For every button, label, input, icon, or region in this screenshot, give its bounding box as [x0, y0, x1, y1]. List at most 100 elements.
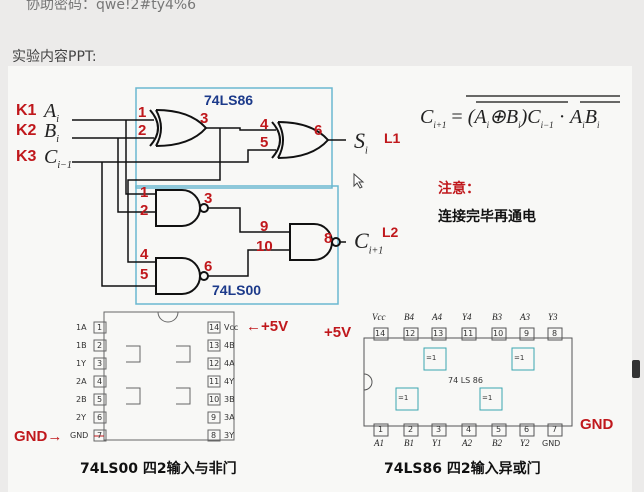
pin-number: 1	[140, 184, 149, 201]
ls00-pin-num: 10	[209, 395, 220, 404]
ls86-bottom-label: A1	[374, 438, 384, 448]
pin-number: 8	[324, 230, 333, 247]
nand-gate-2	[155, 257, 209, 295]
ls00-right-pin: 4A	[224, 359, 235, 368]
scrollbar-thumb[interactable]	[632, 360, 640, 378]
ls86-pin-num: 1	[378, 425, 384, 434]
ls86-bottom-label: B2	[492, 438, 502, 448]
ls00-pin-num: 13	[209, 341, 220, 350]
nand-gate-3	[289, 223, 341, 261]
ls86-bottom-label: A2	[462, 438, 472, 448]
xor-gate-1	[149, 109, 208, 147]
ls00-left-pin: GND	[70, 431, 89, 440]
chip-label-74ls86: 74LS86	[204, 92, 254, 108]
ls86-pin-num: 8	[552, 329, 558, 338]
pin-number: 4	[260, 116, 269, 133]
led-l1-label: L1	[384, 130, 401, 146]
ls00-left-pin: 2Y	[76, 413, 86, 422]
ls00-right-pin: 3A	[224, 413, 235, 422]
ls86-bottom-label: GND	[542, 439, 561, 448]
led-l2-label: L2	[382, 224, 399, 240]
note-text: 连接完毕再通电	[438, 209, 536, 225]
ls00-right-pin: 3Y	[224, 431, 234, 440]
ls00-pinout	[93, 311, 235, 442]
ppt-slide-image: K1 K2 K3 Ai Bi Ci−1 74LS86 74LS00 1 2 3 …	[8, 66, 632, 492]
ls86-top-label: B4	[404, 312, 414, 322]
k2-label: K2	[16, 122, 37, 139]
ls00-pin-num: 4	[97, 377, 103, 386]
note-title: 注意：	[438, 180, 480, 196]
pin-number: 3	[204, 190, 213, 207]
ls00-pin-num: 1	[97, 323, 103, 332]
circuit-diagram	[72, 87, 620, 442]
pin-number: 4	[140, 246, 149, 263]
ls00-right-pin: Vcc	[224, 323, 239, 332]
ls86-pin-num: 14	[375, 329, 386, 338]
pin-number: 10	[256, 238, 273, 255]
ls00-left-pin: 1A	[76, 323, 87, 332]
pin-number: 2	[140, 202, 149, 219]
ls86-gate-mark: =1	[426, 354, 437, 362]
ls00-pin-num: 2	[97, 341, 103, 350]
ls86-vcc-label: +5V	[324, 324, 352, 341]
chip-label-74ls00: 74LS00	[212, 282, 262, 298]
ls86-bottom-label: B1	[404, 438, 414, 448]
ls86-gate-mark: =1	[514, 354, 525, 362]
ls00-caption: 74LS00 四2输入与非门	[80, 461, 237, 477]
mouse-cursor-icon	[353, 172, 365, 189]
wires	[72, 119, 346, 287]
output-s: Si	[354, 128, 368, 157]
ls86-top-label: A3	[520, 312, 530, 322]
pin-number: 6	[204, 258, 213, 275]
ls00-pin-num: 5	[97, 395, 103, 404]
ls86-chip-text: 74 LS 86	[448, 376, 483, 385]
input-b: Bi	[44, 120, 59, 145]
ls86-bottom-label: Y2	[520, 438, 530, 448]
ls86-pinout	[363, 327, 573, 437]
ls86-gnd-label: GND	[580, 416, 614, 433]
k3-label: K3	[16, 148, 37, 165]
output-c: Ci+1	[354, 228, 384, 257]
pin-number: 5	[140, 266, 149, 283]
ls00-pin-num: 14	[209, 323, 220, 332]
ls86-top-label: Vcc	[372, 312, 386, 322]
ls00-left-pin: 2B	[76, 395, 87, 404]
ls86-top-label: Y3	[548, 312, 558, 322]
ls00-pin-num: 12	[209, 359, 220, 368]
ls86-pin-num: 13	[433, 329, 444, 338]
ls00-vcc-label: ←+5V	[246, 318, 289, 335]
ls86-pin-num: 10	[493, 329, 504, 338]
ls86-gate-mark: =1	[398, 394, 409, 402]
ls00-pin-num: 7	[97, 431, 103, 440]
ls00-right-pin: 4B	[224, 341, 235, 350]
pin-number: 1	[138, 104, 147, 121]
pin-number: 9	[260, 218, 269, 235]
ls86-pin-num: 3	[436, 425, 442, 434]
carry-formula: Ci+1 = (Ai⊕Bi)Ci−1 · AiBi	[420, 106, 600, 130]
ls00-right-pin: 3B	[224, 395, 235, 404]
input-c: Ci−1	[44, 146, 72, 171]
ls86-top-label: Y4	[462, 312, 472, 322]
ls00-left-pin: 1Y	[76, 359, 86, 368]
ls00-pin-num: 11	[209, 377, 220, 386]
pin-number: 5	[260, 134, 269, 151]
ls00-pin-num: 3	[97, 359, 103, 368]
pin-number: 3	[200, 110, 209, 127]
ls86-top-label: A4	[432, 312, 442, 322]
ls00-left-pin: 2A	[76, 377, 87, 386]
input-a: Ai	[44, 100, 59, 125]
ls00-pin-num: 9	[211, 413, 217, 422]
pin-number: 2	[138, 122, 147, 139]
ls86-pin-num: 12	[405, 329, 416, 338]
ls00-pin-num: 8	[211, 431, 217, 440]
ls86-top-label: B3	[492, 312, 502, 322]
section-title: 实验内容PPT:	[12, 49, 97, 65]
ls86-bottom-label: Y1	[432, 438, 442, 448]
ls86-pin-num: 7	[552, 425, 558, 434]
ls00-right-pin: 4Y	[224, 377, 234, 386]
ls00-left-pin: 1B	[76, 341, 87, 350]
formula-overbars	[466, 95, 620, 103]
ls86-pin-num: 6	[524, 425, 530, 434]
nand-gate-1	[155, 189, 209, 227]
ls86-gate-mark: =1	[482, 394, 493, 402]
